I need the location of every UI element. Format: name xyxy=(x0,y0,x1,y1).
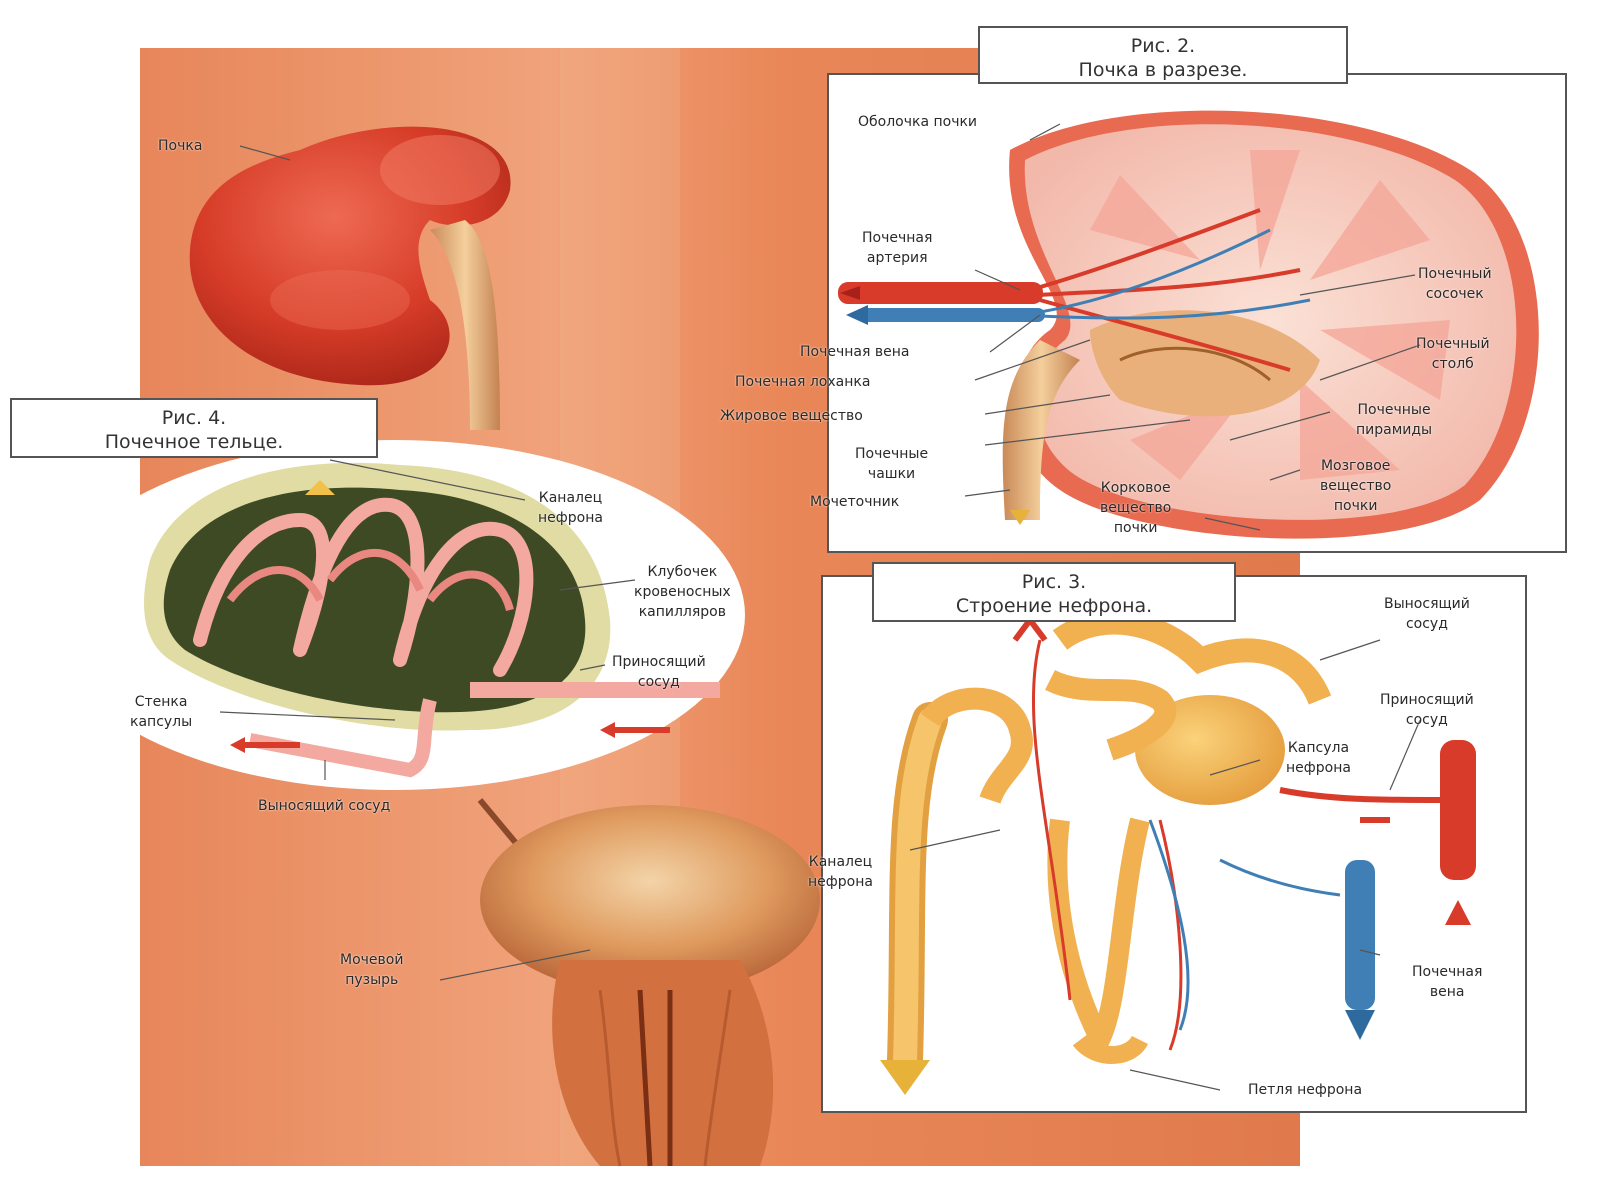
label-renal-papilla: Почечный сосочек xyxy=(1418,266,1492,302)
label-kidney-capsule: Оболочка почки xyxy=(858,114,978,130)
label-fig3-vein: Почечная вена xyxy=(1412,964,1483,1000)
fig2-caption: Рис. 2. Почка в разрезе. xyxy=(978,26,1348,84)
label-capsule-wall: Стенка капсулы xyxy=(130,694,193,730)
label-fig3-tubule: Каналец нефрона xyxy=(808,854,873,890)
label-renal-vein: Почечная вена xyxy=(800,344,910,360)
label-nephron-capsule: Капсула нефрона xyxy=(1286,740,1351,776)
label-fig4-afferent: Приносящий сосуд xyxy=(612,654,706,690)
kidney-section-illustration xyxy=(838,110,1539,539)
label-ureter: Мочеточник xyxy=(810,494,900,510)
label-fig4-tubule: Каналец нефрона xyxy=(538,490,603,526)
leader-lines xyxy=(219,123,1421,1091)
renal-corpuscle-illustration xyxy=(45,440,745,790)
label-renal-calyces: Почечные чашки xyxy=(855,446,929,482)
fig3-frame xyxy=(821,575,1527,1113)
label-nephron-loop: Петля нефрона xyxy=(1248,1082,1363,1098)
label-renal-pelvis: Почечная лоханка xyxy=(735,374,871,390)
fig3-caption: Рис. 3. Строение нефрона. xyxy=(872,562,1236,622)
label-renal-artery: Почечная артерия xyxy=(862,230,933,266)
label-renal-pyramids: Почечные пирамиды xyxy=(1356,402,1433,438)
nephron-illustration xyxy=(880,610,1476,1095)
kidney-illustration xyxy=(189,126,511,430)
label-bladder: Мочевой пузырь xyxy=(340,952,404,988)
label-renal-column: Почечный столб xyxy=(1416,336,1490,372)
label-cortex: Корковое вещество почки xyxy=(1100,480,1172,536)
label-kidney: Почка xyxy=(158,138,203,154)
label-fig3-afferent: Приносящий сосуд xyxy=(1380,692,1474,728)
label-fig3-efferent: Выносящий сосуд xyxy=(1384,596,1470,632)
bladder-illustration xyxy=(477,798,820,1167)
label-fat-tissue: Жировое вещество xyxy=(720,408,863,424)
fig4-caption: Рис. 4. Почечное тельце. xyxy=(10,398,378,458)
label-fig4-efferent: Выносящий сосуд xyxy=(258,798,391,814)
label-medulla: Мозговое вещество почки xyxy=(1320,458,1392,514)
label-glomerulus: Клубочек кровеносных капилляров xyxy=(634,564,731,620)
